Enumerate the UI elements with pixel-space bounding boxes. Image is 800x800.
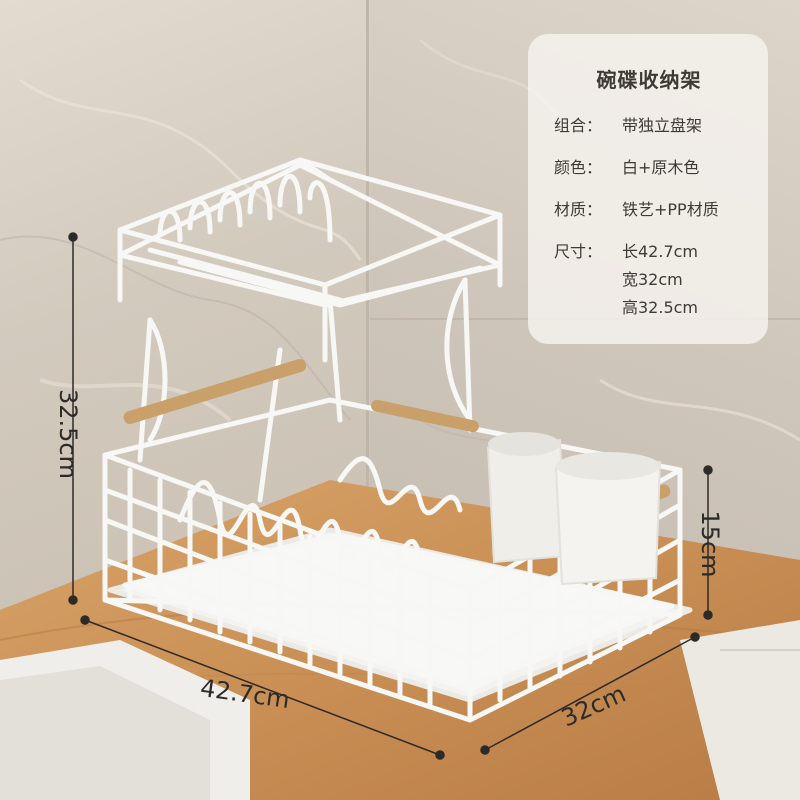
spec-value: 长42.7cm 宽32cm 高32.5cm — [622, 241, 698, 325]
spec-value: 白+原木色 — [622, 157, 699, 185]
spec-label: 颜色： — [554, 158, 603, 177]
spec-card: 碗碟收纳架 组合： 带独立盘架 颜色： 白+原木色 材质： 铁艺+PP材质 尺寸… — [528, 34, 768, 344]
spec-value-line: 高32.5cm — [622, 298, 699, 317]
spec-row-color: 颜色： 白+原木色 — [554, 157, 744, 185]
product-title: 碗碟收纳架 — [596, 68, 702, 92]
spec-value-line: 白+原木色 — [622, 158, 700, 177]
spec-row-material: 材质： 铁艺+PP材质 — [554, 199, 744, 227]
depth-dimension-label: 15cm — [696, 510, 724, 578]
spec-value: 铁艺+PP材质 — [622, 199, 719, 227]
spec-value-line: 带独立盘架 — [622, 116, 703, 135]
spec-row-size: 尺寸： 长42.7cm 宽32cm 高32.5cm — [554, 241, 744, 325]
spec-row-combination: 组合： 带独立盘架 — [554, 115, 744, 143]
spec-label: 尺寸： — [554, 242, 603, 261]
spec-value-line: 长42.7cm — [622, 242, 699, 261]
spec-label: 组合： — [554, 116, 603, 135]
spec-value: 带独立盘架 — [622, 115, 702, 143]
spec-label: 材质： — [554, 200, 603, 219]
spec-value-line: 宽32cm — [622, 270, 683, 289]
spec-value-line: 铁艺+PP材质 — [622, 200, 719, 219]
utensil-holder — [486, 432, 662, 586]
height-dimension-label: 32.5cm — [54, 388, 82, 479]
